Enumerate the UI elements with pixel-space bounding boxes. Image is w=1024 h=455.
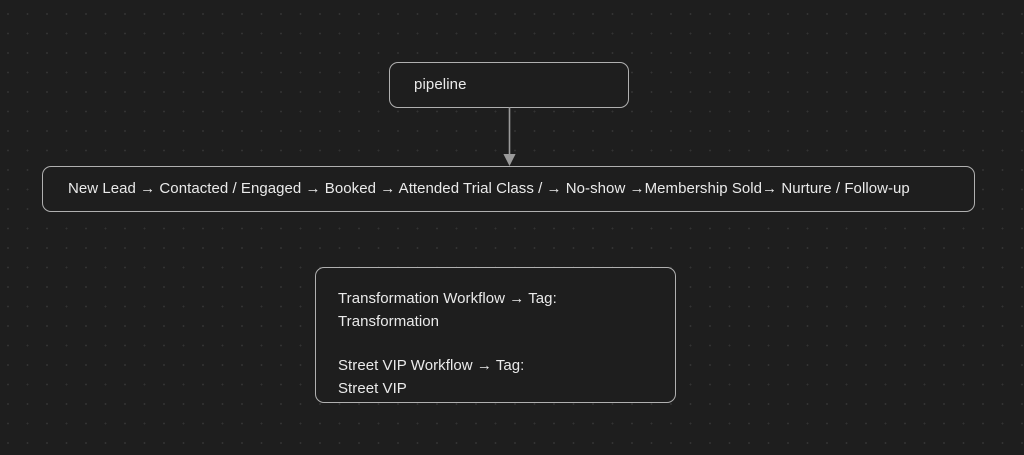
connector-pipeline-to-stages [497,107,523,167]
node-pipeline-stages[interactable]: New Lead → Contacted / Engaged → Booked … [42,166,975,212]
node-workflows[interactable]: Transformation Workflow → Tag: Transform… [315,267,676,403]
node-pipeline-label: pipeline [414,76,467,93]
arrow-down-icon [503,107,516,166]
workflow-transformation-text: Transformation Workflow → Tag: Transform… [338,290,557,330]
node-pipeline-stages-label: New Lead → Contacted / Engaged → Booked … [68,180,910,197]
workflow-street-vip-text: Street VIP Workflow → Tag: Street VIP [338,357,525,397]
node-pipeline[interactable]: pipeline [389,62,629,108]
